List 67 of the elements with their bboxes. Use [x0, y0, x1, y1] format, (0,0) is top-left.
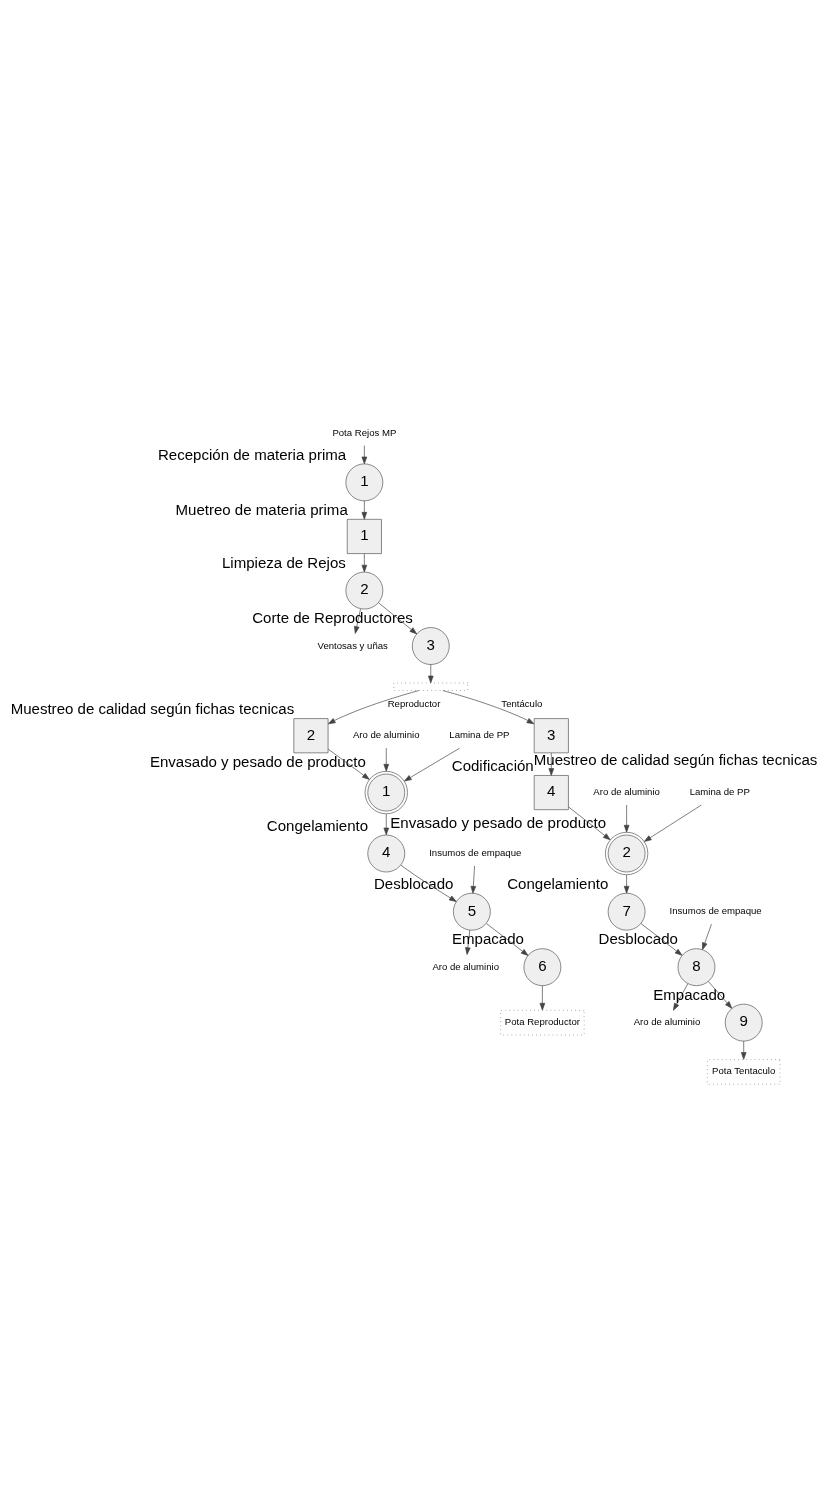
node-text: Insumos de empaque [669, 905, 762, 917]
node-label: Muestreo de calidad según fichas tecnicas [10, 700, 295, 718]
arrow [361, 500, 368, 520]
arrow [465, 929, 471, 955]
node-label: Limpieza de Rejos [222, 553, 346, 571]
node-text: Aro de aluminio [593, 786, 660, 798]
arrow [383, 747, 389, 772]
node-circle: 7 [607, 892, 646, 931]
arrow [428, 664, 434, 684]
node-text: Insumos de empaque [429, 847, 522, 859]
node-label: Envasado y pesado de producto [390, 813, 607, 831]
node-label: Congelamiento [266, 816, 369, 834]
arrow [383, 813, 389, 836]
arrow [328, 690, 420, 725]
node-text: Aro de aluminio [432, 960, 499, 972]
node-label: Codificación [451, 757, 534, 775]
arrow [327, 748, 370, 780]
arrow [740, 1040, 747, 1060]
node-box: Pota Reproductor [500, 1009, 585, 1036]
arrow [404, 747, 460, 782]
edge-label: Reproductor [387, 698, 441, 710]
node-text: Lamina de PP [449, 729, 510, 741]
node-circle: 6 [523, 948, 562, 986]
node-circle: 1 [345, 463, 384, 502]
arrow [442, 690, 535, 725]
arrow [673, 983, 689, 1011]
arrow [354, 608, 361, 634]
node-label: Muetreo de materia prima [175, 500, 348, 518]
node-box [393, 682, 469, 691]
node-circle: 8 [677, 948, 716, 986]
node-circle: 2 [345, 571, 384, 610]
arrow [702, 923, 712, 950]
node-box: 2 [293, 718, 329, 754]
node-label: Desblocado [598, 930, 678, 948]
arrow [486, 923, 529, 956]
arrow [623, 804, 630, 833]
node-label: Congelamiento [507, 874, 609, 892]
node-box: 1 [346, 519, 382, 554]
node-label: Envasado y pesado de producto [149, 752, 366, 770]
node-label: Corte de Reproductores [252, 609, 413, 627]
edge-label: Tentáculo [501, 698, 543, 710]
node-text: Ventosas y uñas [317, 639, 388, 651]
arrow [539, 985, 546, 1011]
arrow [361, 445, 368, 465]
node-box: 3 [533, 718, 569, 754]
arrow [623, 874, 630, 894]
node-label: Empacado [653, 985, 726, 1003]
arrow [361, 553, 368, 573]
node-text: Aro de aluminio [352, 729, 420, 741]
arrow [400, 864, 457, 902]
arrow [378, 602, 418, 635]
node-box: Pota Tentaculo [707, 1059, 781, 1085]
node-circle: 5 [453, 892, 491, 931]
node-box: 4 [533, 775, 569, 810]
arrow [708, 981, 733, 1009]
node-text: Lamina de PP [689, 786, 750, 798]
node-text: Pota Rejos MP [332, 426, 397, 438]
node-circle: 4 [367, 834, 406, 873]
node-label: Desblocado [373, 874, 454, 892]
node-label: Empacado [451, 930, 524, 948]
arrow [470, 865, 477, 894]
arrow [644, 804, 702, 842]
arrow [548, 752, 555, 776]
node-text: Aro de aluminio [633, 1016, 701, 1028]
arrow [640, 923, 683, 956]
arrow [568, 806, 611, 841]
node-label: Recepción de materia prima [157, 445, 347, 463]
